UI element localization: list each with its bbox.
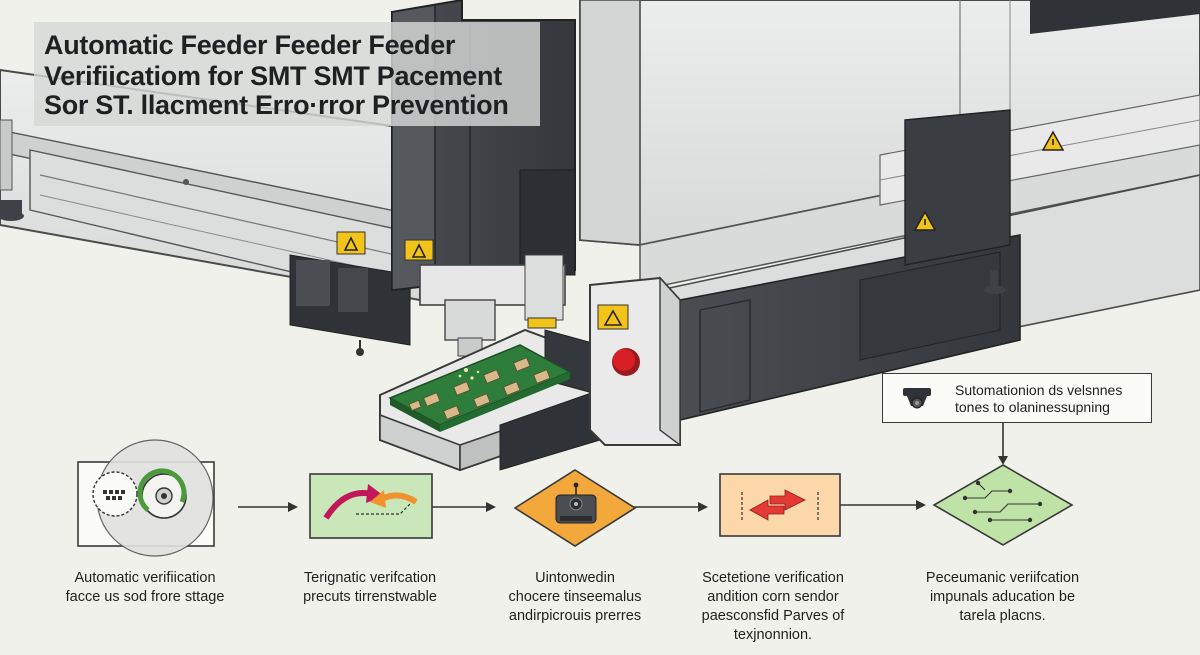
camera-icon <box>903 388 931 409</box>
warning-sign-icon <box>404 239 434 261</box>
title-line-1: Automatic Feeder Feeder Feeder <box>44 30 456 60</box>
control-box <box>589 276 681 447</box>
caption-line: Automatic verifiication <box>74 570 216 586</box>
sensor-icon <box>513 469 637 547</box>
swap-arrows-icon <box>719 473 841 537</box>
caption-line: Terignatic verifcation <box>303 570 437 586</box>
caption-line: tarela placns. <box>959 608 1046 624</box>
arrows-icon <box>309 473 433 539</box>
warning-sign-icon <box>913 210 937 231</box>
title-box <box>34 22 540 126</box>
warning-sign-icon <box>597 304 629 330</box>
callout-connector <box>998 423 1008 465</box>
warning-sign-icon <box>1041 130 1065 151</box>
caption-line: Uintonwedin <box>535 570 615 586</box>
callout-text-line: Sutomationion ds velsnnes <box>955 382 1123 398</box>
left-machine <box>0 68 421 356</box>
caption-line: andition corn sendor <box>707 589 839 605</box>
caption-line: facce us sod frore sttage <box>65 589 225 605</box>
flow-arrows <box>238 500 926 512</box>
pcb-board <box>388 344 572 432</box>
caption-line: texjnonnion. <box>733 627 813 643</box>
caption-line: impunals aducation be <box>929 589 1076 605</box>
step-4-caption: Scetetione verification andition corn se… <box>668 569 878 645</box>
step-5-caption: Peceumanic veriifcation impunals aducati… <box>895 569 1110 626</box>
step-2-caption: Terignatic verifcation precuts tirrenstw… <box>270 569 470 607</box>
callout-text-line: tones to olaninessupning <box>955 399 1110 415</box>
title-line-3: Sor ST. llacment Erro·rror Prevention <box>44 90 509 120</box>
feeder-tray <box>379 328 606 472</box>
caption-line: precuts tirrenstwable <box>303 589 437 605</box>
callout-box: Sutomationion ds velsnnes tones to olani… <box>882 373 1152 423</box>
caption-line: paesconsfid Parves of <box>701 608 845 624</box>
right-machine <box>579 0 1200 422</box>
warning-sign-icon <box>336 231 366 255</box>
caption-line: chocere tinseemalus <box>508 589 642 605</box>
step-3-caption: Uintonwedin chocere tinseemalus andirpic… <box>470 569 680 626</box>
disk-scan-icon <box>77 439 215 557</box>
caption-line: Scetetione verification <box>702 570 844 586</box>
step-1-caption: Automatic verifiication facce us sod fro… <box>45 569 245 607</box>
stop-button-icon <box>612 348 640 376</box>
caption-line: andirpicrouis prerres <box>508 608 642 624</box>
circuit-icon <box>932 464 1074 546</box>
title-line-2: Verifiicatiom for SMT SMT Pacement <box>44 61 502 91</box>
caption-line: Peceumanic veriifcation <box>925 570 1080 586</box>
